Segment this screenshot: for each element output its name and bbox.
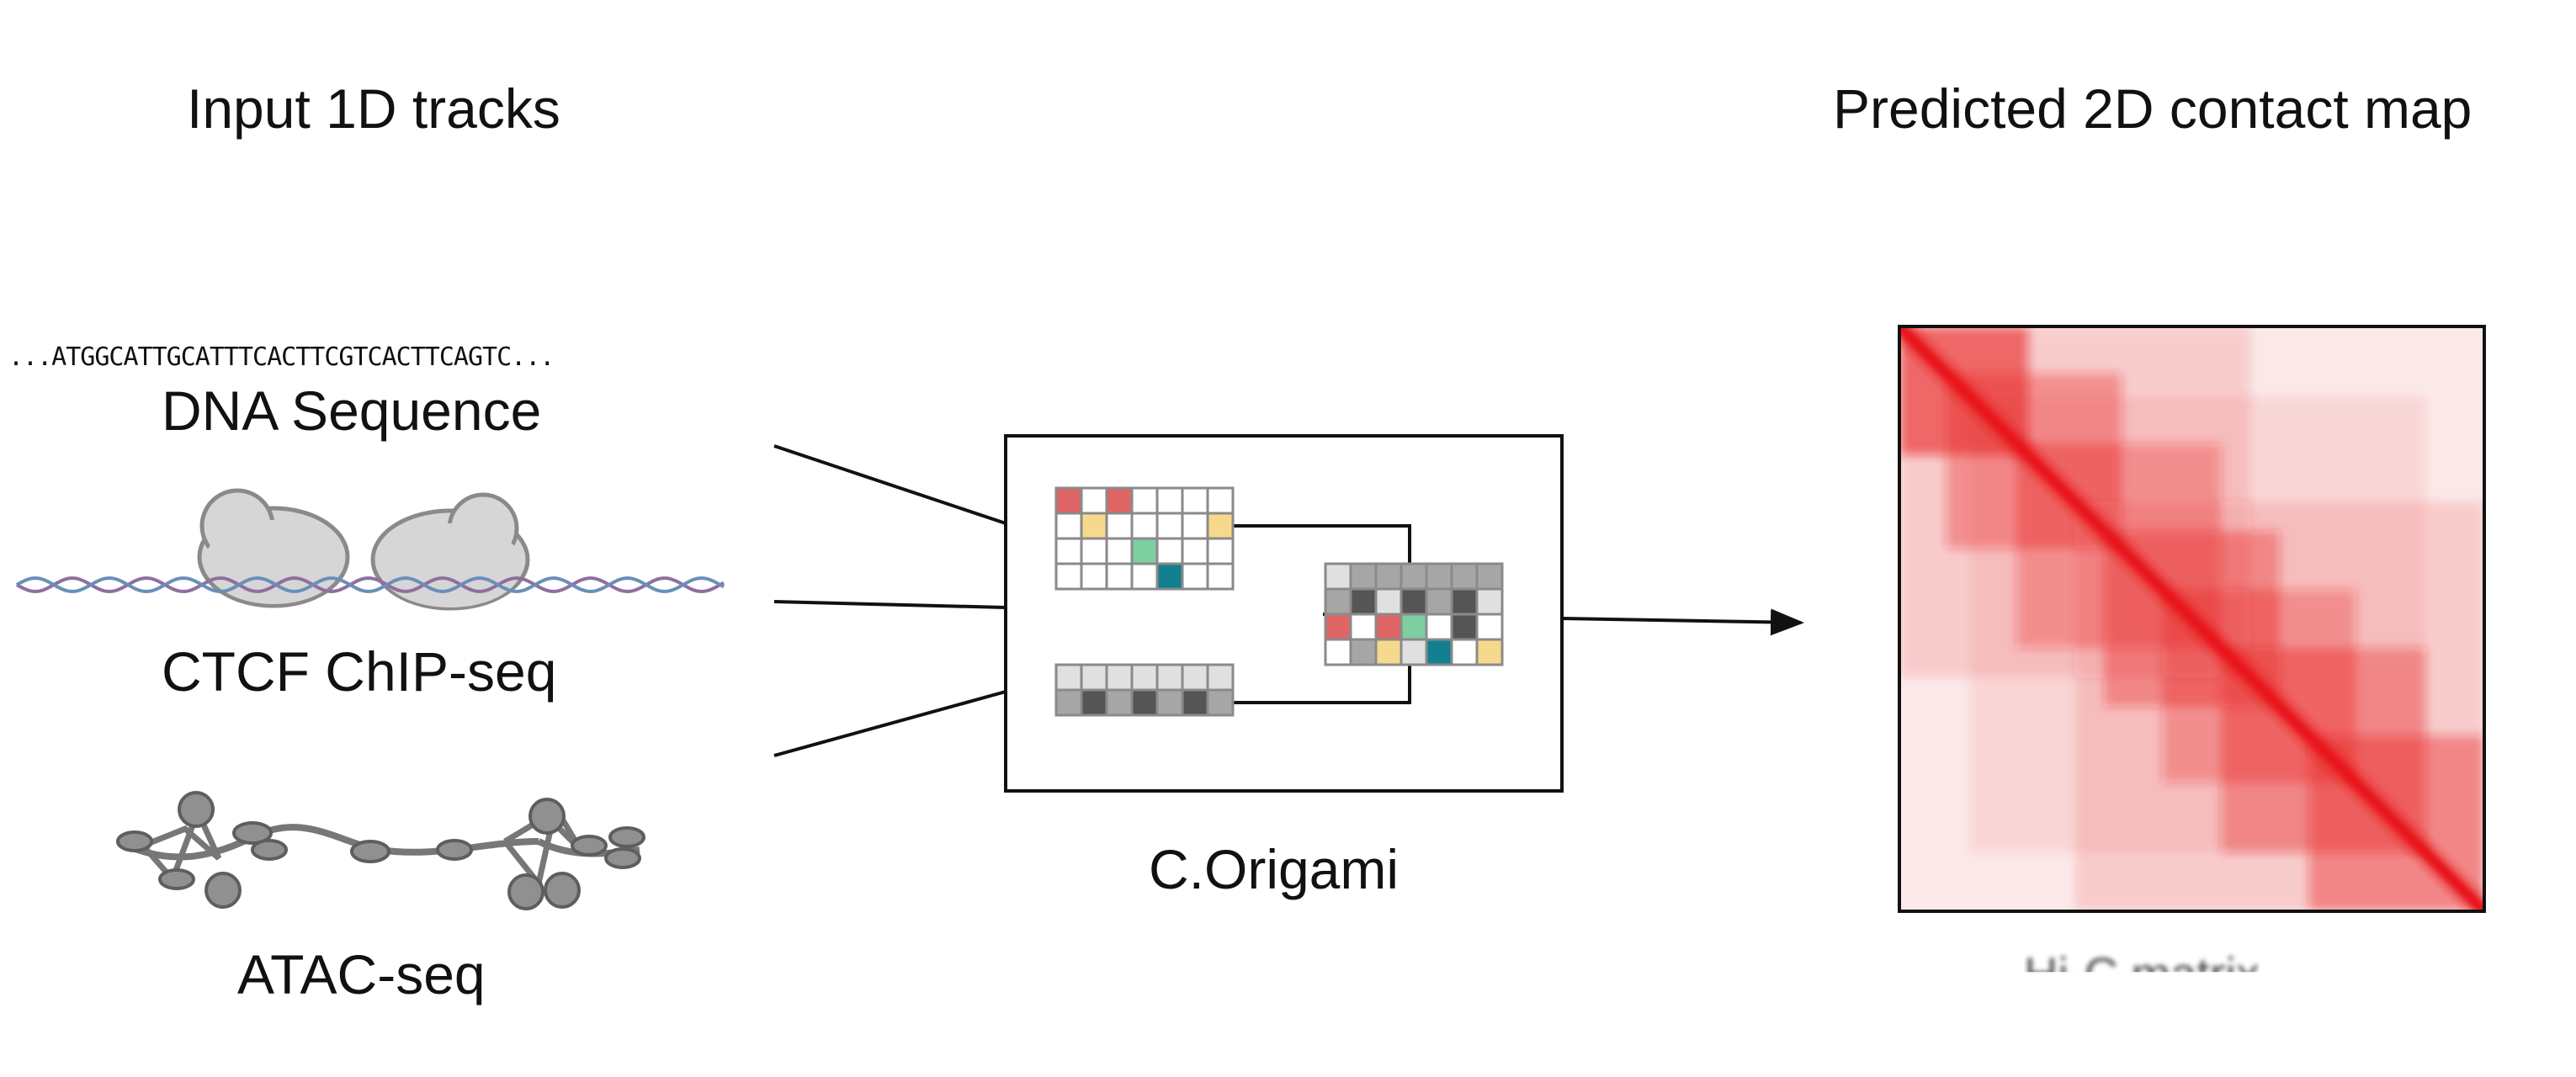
grid-cell — [1425, 562, 1453, 591]
grid-cell — [1349, 587, 1378, 616]
grid-cell — [1054, 663, 1083, 692]
hic-matrix-label: Hi-C matrix — [2024, 947, 2260, 1000]
grid-cell — [1206, 562, 1235, 591]
grid-cell — [1080, 688, 1108, 717]
grid-cell — [1054, 512, 1083, 540]
grid-cell — [1374, 613, 1403, 641]
grid-cell — [1181, 562, 1209, 591]
grid-cell — [1054, 486, 1083, 515]
grid-cell — [1181, 537, 1209, 565]
grid-cell — [1400, 638, 1428, 666]
grid-cell — [1130, 486, 1159, 515]
grid-cell — [1105, 512, 1134, 540]
grid-cell — [1374, 638, 1403, 666]
grid-cell — [1105, 562, 1134, 591]
grid-cell — [1374, 587, 1403, 616]
grid-cell — [1105, 486, 1134, 515]
dna-sequence-label: DNA Sequence — [162, 379, 542, 442]
grid-cell — [1130, 663, 1159, 692]
grid-cell — [1206, 688, 1235, 717]
grid-cell — [1105, 688, 1134, 717]
grid-cell — [1475, 587, 1504, 616]
grid-cell — [1105, 537, 1134, 565]
grid-cell — [1181, 688, 1209, 717]
grid-cell — [1324, 638, 1352, 666]
atac-seq-label: ATAC-seq — [237, 943, 486, 1005]
grid-cell — [1450, 613, 1479, 641]
grid-cell — [1155, 512, 1184, 540]
ctcf-chipseq-label: CTCF ChIP-seq — [162, 640, 557, 703]
grid-cell — [1080, 663, 1108, 692]
grid-cell — [1130, 512, 1159, 540]
grid-cell — [1155, 537, 1184, 565]
grid-cell — [1206, 486, 1235, 515]
grid-cell — [1349, 613, 1378, 641]
grid-cell — [1206, 537, 1235, 565]
dna-helix-icon — [16, 576, 725, 593]
grid-cell — [1206, 663, 1235, 692]
grid-cell — [1080, 537, 1108, 565]
input-connector-lines — [773, 444, 1006, 757]
grid-cell — [1425, 587, 1453, 616]
network-cell-grids — [1054, 486, 1504, 717]
grid-cell — [1374, 562, 1403, 591]
grid-cell — [1450, 638, 1479, 666]
grid-cell — [1155, 688, 1184, 717]
grid-cell — [1206, 512, 1235, 540]
grid-cell — [1130, 562, 1159, 591]
grid-cell — [1054, 537, 1083, 565]
grid-cell — [1324, 587, 1352, 616]
grid-cell — [1425, 613, 1453, 641]
grid-cell — [1130, 537, 1159, 565]
output-map-title: Predicted 2D contact map — [1833, 77, 2472, 140]
grid-cell — [1400, 613, 1428, 641]
model-name-label: C.Origami — [1149, 838, 1400, 900]
grid-cell — [1054, 688, 1083, 717]
grid-cell — [1475, 638, 1504, 666]
grid-cell — [1181, 663, 1209, 692]
grid-cell — [1450, 587, 1479, 616]
chromatin-fiber-icon — [116, 791, 645, 910]
grid-cell — [1155, 562, 1184, 591]
dna-sequence-text: ...ATGGCATTGCATTTCACTTCGTCACTTCAGTC... — [8, 342, 555, 372]
hic-heatmap — [1899, 326, 2484, 911]
input-tracks-title: Input 1D tracks — [187, 77, 560, 140]
grid-cell — [1181, 486, 1209, 515]
grid-cell — [1054, 562, 1083, 591]
grid-cell — [1425, 638, 1453, 666]
grid-cell — [1349, 562, 1378, 591]
grid-cell — [1080, 562, 1108, 591]
ctcf-protein-blob — [370, 492, 530, 611]
hic-heatmap-frame — [1898, 325, 2486, 913]
grid-cell — [1080, 512, 1108, 540]
grid-cell — [1155, 486, 1184, 515]
grid-cell — [1349, 638, 1378, 666]
grid-cell — [1475, 562, 1504, 591]
grid-cell — [1181, 512, 1209, 540]
ctcf-protein-blob — [197, 488, 350, 608]
grid-cell — [1324, 613, 1352, 641]
grid-cell — [1324, 562, 1352, 591]
grid-cell — [1080, 486, 1108, 515]
grid-cell — [1400, 587, 1428, 616]
output-arrow — [1561, 608, 1804, 636]
grid-cell — [1105, 663, 1134, 692]
ctcf-protein-icon — [197, 488, 530, 611]
grid-cell — [1130, 688, 1159, 717]
grid-cell — [1450, 562, 1479, 591]
grid-cell — [1155, 663, 1184, 692]
grid-cell — [1400, 562, 1428, 591]
grid-cell — [1475, 613, 1504, 641]
